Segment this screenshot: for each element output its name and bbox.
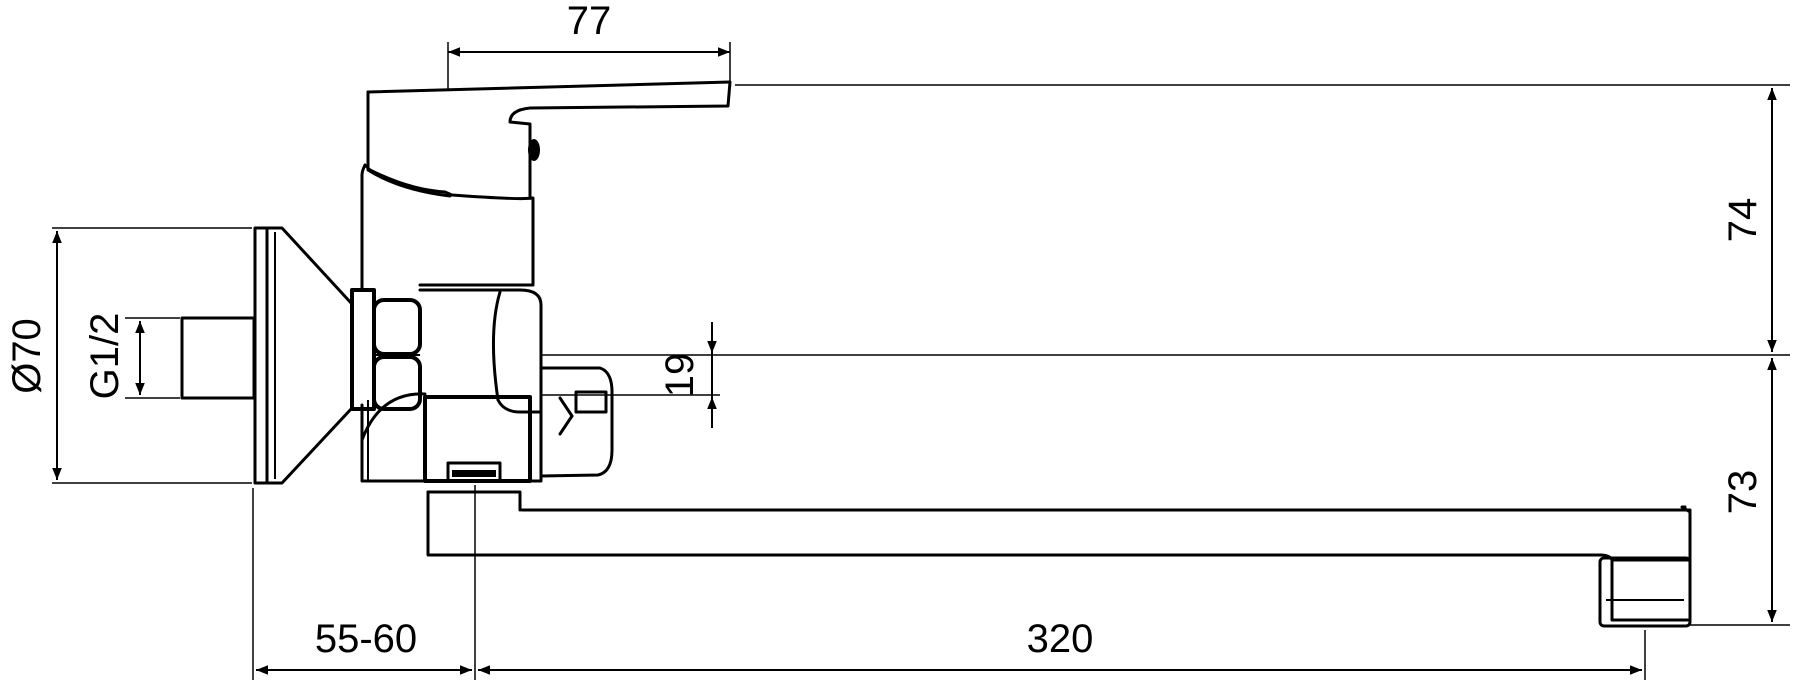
dim-label-outlet-offset: 19 xyxy=(658,353,702,398)
dim-label-flange-diameter: Ø70 xyxy=(5,318,49,394)
extension-lines xyxy=(52,42,1790,680)
mixer-body xyxy=(360,163,543,483)
wall-flange xyxy=(253,226,354,485)
dim-label-handle-height: 74 xyxy=(1721,198,1765,243)
dimension-labels: 77 55-60 320 74 73 19 Ø70 G1/2 xyxy=(5,0,1765,661)
diverter-button xyxy=(539,366,614,478)
swivel-spout xyxy=(426,490,1692,628)
hex-nut xyxy=(350,288,422,411)
dim-label-thread-size: G1/2 xyxy=(83,313,127,400)
lever-handle xyxy=(366,80,732,200)
dimension-lines xyxy=(52,47,1777,675)
dim-label-spout-reach: 320 xyxy=(1027,617,1094,661)
dim-label-handle-length: 77 xyxy=(567,0,612,43)
faucet-outline xyxy=(180,80,1692,628)
dim-label-spout-height: 73 xyxy=(1721,470,1765,515)
dim-label-wall-distance: 55-60 xyxy=(315,617,417,661)
diverter-housing xyxy=(360,392,532,483)
eccentric-connector xyxy=(180,316,256,400)
